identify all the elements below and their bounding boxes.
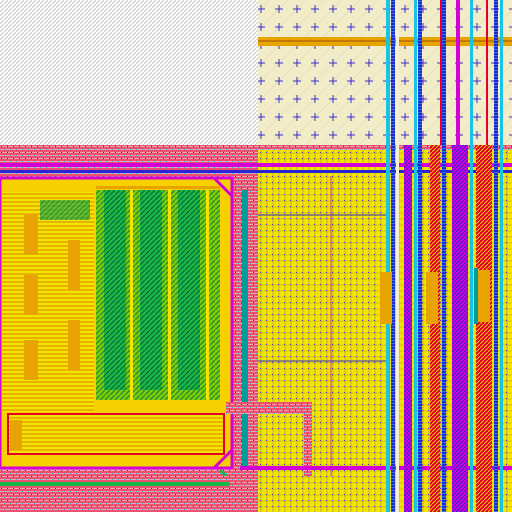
bottom-pad-left bbox=[10, 420, 22, 450]
bottom-bus-outline bbox=[7, 413, 225, 455]
wire-v-1 bbox=[330, 176, 332, 476]
guard-ring-bottom-green bbox=[0, 482, 230, 486]
cream-plus-region bbox=[258, 0, 512, 145]
col-magenta-1 bbox=[404, 145, 412, 512]
magenta-bus-top bbox=[0, 163, 512, 167]
col-blue-1 bbox=[391, 0, 395, 512]
green-finger-2 bbox=[140, 190, 162, 390]
gray-hatch-region bbox=[0, 0, 260, 145]
teal-contact bbox=[474, 268, 478, 324]
orange-contact-3 bbox=[476, 270, 490, 322]
connector-vertical bbox=[304, 402, 312, 476]
bottom-bus bbox=[8, 414, 224, 454]
col-cyan-3 bbox=[470, 0, 473, 512]
chamfer-top-right bbox=[212, 176, 234, 198]
guard-ring-teal bbox=[242, 190, 248, 470]
left-block-outline bbox=[0, 176, 234, 470]
orange-pad-4 bbox=[68, 240, 80, 290]
orange-pad-2 bbox=[24, 275, 38, 315]
green-finger-3 bbox=[178, 190, 200, 390]
orange-contact-1 bbox=[380, 272, 392, 324]
col-cyan-4 bbox=[500, 0, 503, 512]
wire-h-2 bbox=[258, 360, 386, 362]
top-col-magenta bbox=[456, 0, 460, 145]
connector-horizontal bbox=[226, 402, 312, 414]
col-blue-2 bbox=[418, 0, 422, 512]
col-cyan-2 bbox=[414, 0, 417, 512]
gate-line-1 bbox=[130, 186, 133, 400]
blue-bus-top bbox=[0, 170, 512, 173]
chamfer-bottom-right bbox=[212, 448, 234, 470]
orange-cell-area bbox=[2, 192, 94, 412]
orange-pad-5 bbox=[68, 320, 80, 370]
orange-band-top-line bbox=[258, 40, 512, 42]
wire-h-1 bbox=[258, 214, 386, 216]
top-col-red-1 bbox=[440, 0, 442, 145]
orange-pad-3 bbox=[24, 340, 38, 380]
col-blue-3 bbox=[442, 0, 446, 512]
orange-pad-1 bbox=[24, 215, 38, 255]
col-magenta-2 bbox=[452, 145, 468, 512]
gate-bus-top bbox=[96, 186, 220, 189]
bottom-left-red-block bbox=[0, 494, 258, 512]
top-col-red-2 bbox=[486, 0, 488, 145]
col-cyan-1 bbox=[386, 0, 390, 512]
col-red-2 bbox=[476, 145, 492, 512]
gate-line-3 bbox=[206, 186, 209, 400]
orange-contact-2 bbox=[426, 272, 438, 324]
gate-line-2 bbox=[168, 186, 171, 400]
green-strip-left bbox=[40, 200, 90, 220]
col-white-1 bbox=[396, 0, 399, 512]
col-red-1 bbox=[430, 145, 440, 512]
yellow-grid-region bbox=[258, 150, 512, 512]
green-finger-1 bbox=[104, 190, 126, 390]
col-blue-4 bbox=[494, 0, 498, 512]
magenta-bus-bottom bbox=[240, 466, 512, 470]
